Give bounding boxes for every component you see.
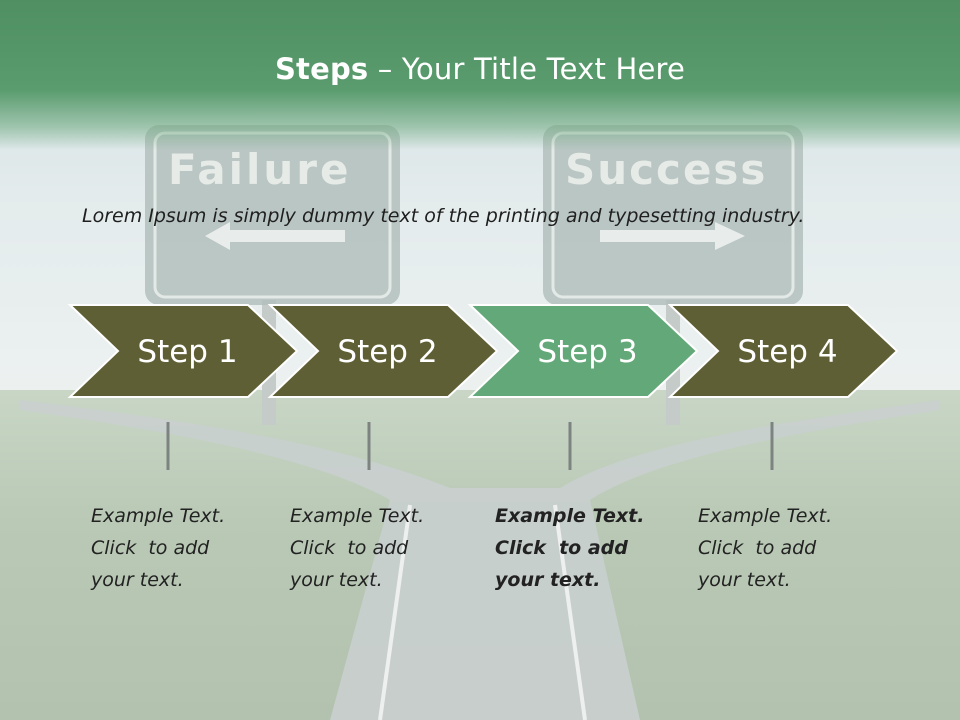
step-note-3[interactable]: Example Text. Click to add your text.: [495, 500, 670, 596]
step-label-1: Step 1: [137, 334, 238, 370]
title-bar: [0, 0, 960, 150]
title-rest: – Your Title Text Here: [368, 52, 686, 86]
step-label-4: Step 4: [737, 334, 838, 370]
note-line: your text.: [495, 569, 601, 591]
note-line: Example Text.: [91, 505, 226, 527]
note-line: your text.: [290, 569, 383, 591]
title-bold: Steps: [274, 52, 369, 86]
note-line: your text.: [698, 569, 791, 591]
sign-success: Success: [565, 145, 768, 194]
slide-title[interactable]: Steps – Your Title Text Here: [0, 52, 960, 86]
sign-failure: Failure: [168, 145, 352, 194]
step-note-2[interactable]: Example Text. Click to add your text.: [290, 500, 465, 596]
note-line: Click to add: [91, 537, 210, 559]
note-line: Example Text.: [698, 505, 833, 527]
note-line: Click to add: [495, 537, 628, 559]
note-line: Click to add: [698, 537, 817, 559]
step-chevron-2[interactable]: [267, 304, 499, 398]
step-label-3: Step 3: [537, 334, 638, 370]
note-line: your text.: [91, 569, 184, 591]
step-chevron-4[interactable]: [667, 304, 899, 398]
note-line: Example Text.: [290, 505, 425, 527]
step-note-4[interactable]: Example Text. Click to add your text.: [698, 500, 873, 596]
step-chevron-1[interactable]: [67, 304, 299, 398]
note-line: Example Text.: [495, 505, 645, 527]
intro-text[interactable]: Lorem Ipsum is simply dummy text of the …: [82, 205, 805, 227]
step-note-1[interactable]: Example Text. Click to add your text.: [91, 500, 266, 596]
note-line: Click to add: [290, 537, 409, 559]
step-chevron-3[interactable]: [467, 304, 699, 398]
step-label-2: Step 2: [337, 334, 438, 370]
